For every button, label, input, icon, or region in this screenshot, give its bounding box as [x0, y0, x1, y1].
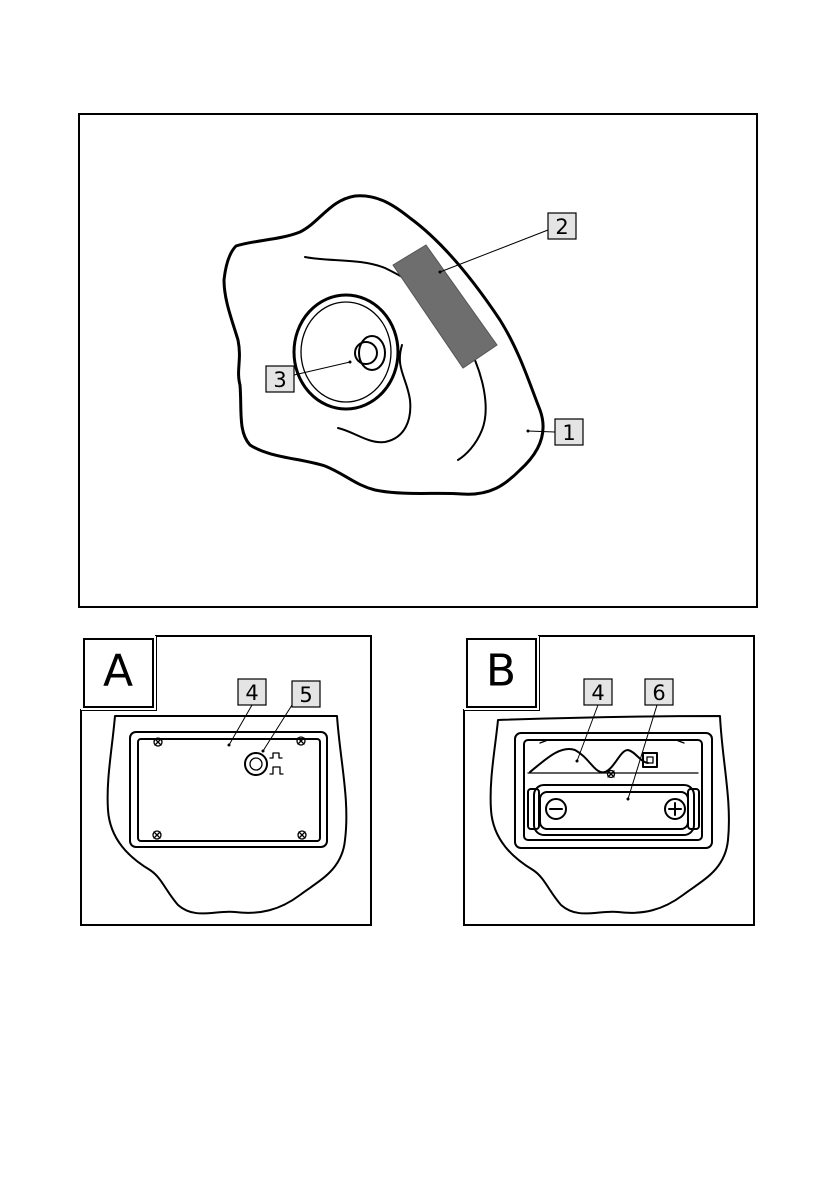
callout-6: 6: [645, 679, 673, 705]
wire-connector: [643, 753, 657, 767]
on-off-switch: [245, 753, 267, 775]
callout-3-text: 3: [273, 368, 286, 392]
panel-b: B: [464, 636, 754, 925]
callout-2-leader: [440, 230, 548, 272]
panel-a-letter: A: [103, 646, 133, 697]
callout-2: 2: [548, 213, 576, 239]
main-frame: [79, 114, 757, 607]
callout-1-dot: [527, 430, 530, 433]
battery: [528, 785, 699, 835]
panel-a-body-outline: [108, 716, 347, 913]
callout-5: 5: [292, 681, 320, 707]
callout-2-text: 2: [555, 215, 568, 239]
minus-icon: [546, 799, 566, 819]
panel-a: A 4: [81, 636, 371, 925]
battery-compartment-outer: [515, 733, 712, 848]
screw-icon: [153, 831, 161, 839]
on-off-switch-button: [250, 758, 262, 770]
callout-4-panel-a-text: 4: [245, 681, 258, 705]
callout-6-text: 6: [652, 681, 665, 705]
callout-1-leader: [528, 431, 555, 432]
callout-3-dot: [349, 361, 352, 364]
panel-b-letter: B: [486, 646, 516, 697]
callout-4-panel-a: 4: [238, 679, 266, 705]
led-housing: [359, 336, 385, 370]
battery-cover-outer: [130, 732, 327, 847]
callout-4-panel-b-text: 4: [591, 681, 604, 705]
callout-2-dot: [439, 271, 442, 274]
callout-1-text: 1: [562, 421, 575, 445]
callout-5-leader: [263, 705, 292, 751]
lamp-lens-outer: [294, 295, 398, 409]
main-figure: 2 3 1: [79, 114, 757, 607]
plus-icon: [665, 799, 685, 819]
switch-symbol-icon: [270, 753, 283, 774]
screw-icon: [298, 831, 306, 839]
screw-icon: [608, 771, 615, 778]
wire: [530, 749, 648, 772]
solar-panel: [393, 245, 497, 368]
callout-5-text: 5: [299, 683, 312, 707]
callout-1: 1: [555, 419, 583, 445]
battery-cover: [138, 739, 320, 841]
callout-4-panel-b: 4: [584, 679, 612, 705]
callout-3: 3: [266, 366, 294, 392]
